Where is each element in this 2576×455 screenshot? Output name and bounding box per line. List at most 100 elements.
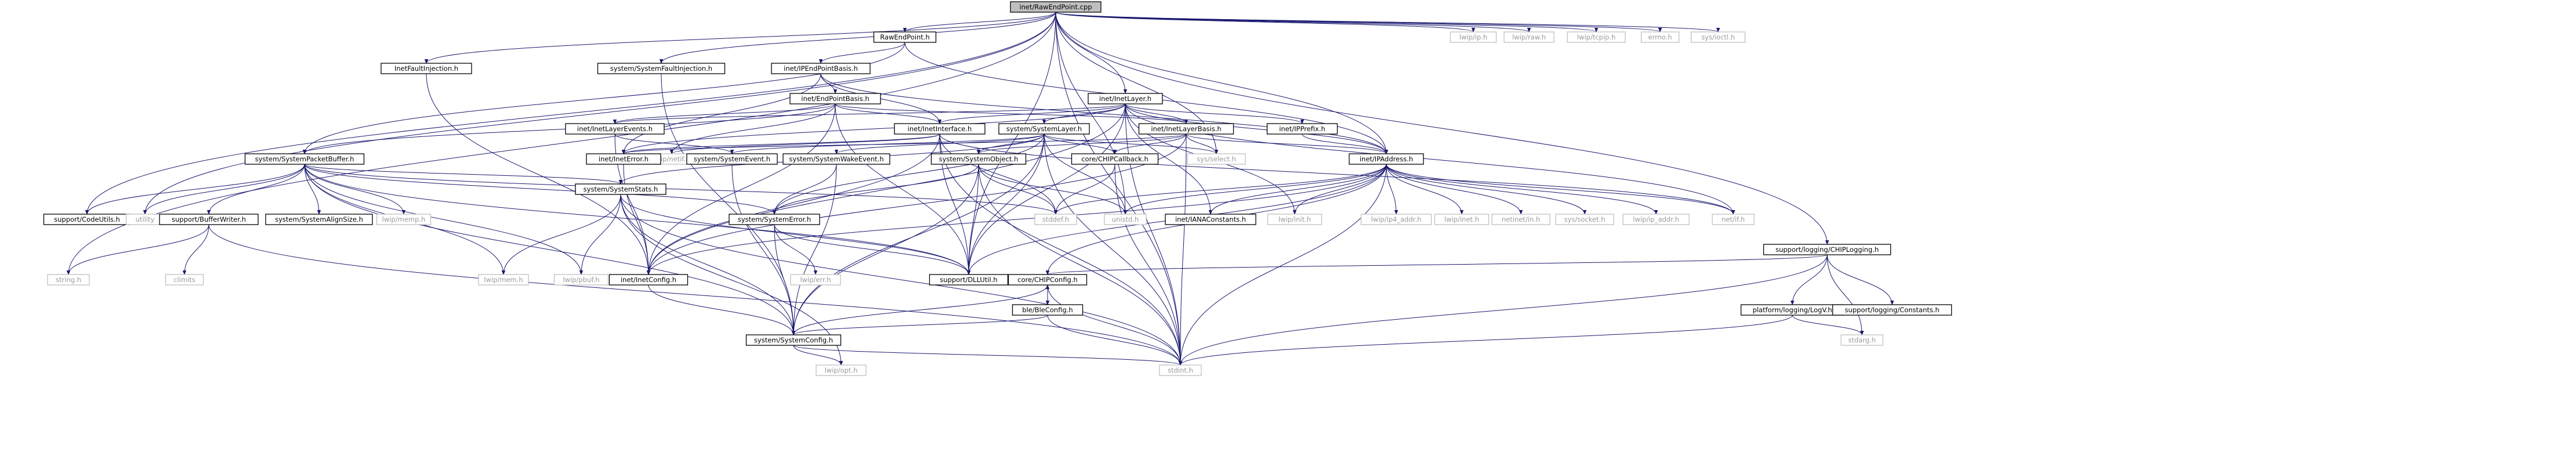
edge-epb-to-lwipnetif [672, 103, 836, 154]
node-inetlayer[interactable]: inet/InetLayer.h [1088, 93, 1163, 104]
node-bufwriter[interactable]: support/BufferWriter.h [159, 214, 259, 225]
node-raw[interactable]: RawEndPoint.h [873, 31, 937, 43]
edge-iface-to-netif [939, 133, 1733, 214]
edge-sconfig-to-opt [793, 345, 841, 366]
node-lwipmemp: lwip/memp.h [376, 214, 432, 225]
edge-root-to-errno [1055, 12, 1660, 32]
node-epb[interactable]: inet/EndPointBasis.h [789, 93, 881, 104]
edge-logging-to-stdint [1180, 254, 1828, 365]
node-blecfg[interactable]: ble/BleConfig.h [1012, 304, 1084, 316]
node-iconfig[interactable]: inet/InetConfig.h [608, 274, 689, 286]
node-ssl[interactable]: system/SystemLayer.h [998, 123, 1090, 135]
node-label: inet/IANAConstants.h [1175, 215, 1246, 223]
node-label: system/SystemPacketBuffer.h [255, 155, 354, 163]
node-logv[interactable]: platform/logging/LogV.h [1740, 304, 1845, 316]
node-lwiptcpip: lwip/tcpip.h [1567, 31, 1626, 43]
node-box [1138, 123, 1234, 135]
node-label: climits [173, 276, 195, 284]
edge-logging-to-constants [1827, 254, 1892, 305]
node-ipaddr[interactable]: inet/IPAddress.h [1349, 153, 1424, 165]
node-box [244, 153, 365, 165]
node-label: stddef.h [1042, 215, 1069, 223]
node-box [597, 63, 726, 74]
edge-logging-to-logv [1792, 254, 1828, 305]
edge-spb-to-lwipmemp [304, 164, 404, 214]
edge-epb-to-ile [615, 103, 836, 124]
node-box [1640, 31, 1680, 43]
node-box [478, 274, 529, 286]
edge-sstats-to-dll [620, 194, 969, 275]
edge-ipaddr-to-stdint [1180, 164, 1387, 365]
node-label: core/CHIPCallback.h [1081, 155, 1148, 163]
node-ssfi[interactable]: system/SystemFaultInjection.h [597, 63, 726, 74]
edge-ile-to-sevent [614, 133, 732, 154]
node-ipprefix[interactable]: inet/IPPrefix.h [1266, 123, 1338, 135]
node-codeutils[interactable]: support/CodeUtils.h [43, 214, 131, 225]
node-sevent[interactable]: system/SystemEvent.h [686, 153, 778, 165]
node-utility: utility [125, 214, 165, 225]
node-spb[interactable]: system/SystemPacketBuffer.h [244, 153, 365, 165]
node-label: unistd.h [1112, 215, 1139, 223]
edge-bufwriter-to-climits [184, 224, 209, 275]
edge-epb-to-iface [835, 103, 940, 124]
node-sstats[interactable]: system/SystemStats.h [575, 183, 666, 195]
node-climits: climits [165, 274, 204, 286]
node-label: system/SystemEvent.h [694, 155, 770, 163]
node-box [159, 214, 259, 225]
node-iana[interactable]: inet/IANAConstants.h [1165, 214, 1256, 225]
edge-logv-to-stdint [1180, 315, 1793, 366]
node-iface[interactable]: inet/InetInterface.h [894, 123, 986, 135]
node-box [1088, 93, 1163, 104]
node-ipaddrh: lwip/ip_addr.h [1622, 214, 1690, 225]
node-unistd: unistd.h [1104, 214, 1147, 225]
edge-sobj-to-serror [774, 164, 979, 215]
node-box [789, 93, 881, 104]
node-root[interactable]: inet/RawEndPoint.cpp [1010, 1, 1102, 13]
node-logging[interactable]: support/logging/CHIPLogging.h [1763, 244, 1892, 255]
node-swake[interactable]: system/SystemWakeEvent.h [782, 153, 890, 165]
node-salign[interactable]: system/SystemAlignSize.h [265, 214, 373, 225]
node-ile[interactable]: inet/InetLayerEvents.h [565, 123, 665, 135]
edge-ipaddr-to-netif [1386, 164, 1733, 215]
node-constants[interactable]: support/logging/Constants.h [1832, 304, 1952, 316]
node-serror[interactable]: system/SystemError.h [729, 214, 820, 225]
node-sconfig[interactable]: system/SystemConfig.h [745, 334, 842, 346]
edge-iface-to-stddef [939, 133, 1056, 214]
node-box [1712, 214, 1755, 225]
node-label: system/SystemFaultInjection.h [610, 64, 712, 73]
node-ilb[interactable]: inet/InetLayerBasis.h [1138, 123, 1234, 135]
edge-root-to-lwipip [1055, 12, 1473, 32]
node-dll[interactable]: support/DLLUtil.h [929, 274, 1009, 286]
edge-root-to-stdint [1055, 12, 1180, 365]
node-label: lwip/raw.h [1512, 33, 1546, 41]
edge-root-to-lwiptcpip [1055, 12, 1596, 32]
node-cb[interactable]: core/CHIPCallback.h [1071, 153, 1159, 165]
node-box [608, 274, 689, 286]
edge-inetlayer-to-dll [969, 103, 1126, 275]
edge-bufwriter-to-stdint [208, 224, 1180, 365]
node-ipeb[interactable]: inet/IPEndPointBasis.h [771, 63, 871, 74]
node-label: lwip/pbuf.h [563, 276, 599, 284]
node-stdint: stdint.h [1159, 364, 1202, 376]
edge-ipaddr-to-ipaddrh [1386, 164, 1656, 215]
node-box [1010, 1, 1102, 13]
node-box [381, 63, 472, 74]
node-label: support/logging/Constants.h [1845, 306, 1939, 314]
edge-iconfig-to-sconfig [648, 284, 794, 335]
edge-ipaddr-to-iconfig [648, 164, 1387, 275]
node-ierror[interactable]: inet/InetError.h [586, 153, 661, 165]
edge-spb-to-utility [145, 164, 305, 215]
node-sobj[interactable]: system/SystemObject.h [930, 153, 1027, 165]
node-lwiperr: lwip/err.h [790, 274, 841, 286]
node-label: InetFaultInjection.h [394, 64, 458, 73]
edge-ipaddr-to-ip4 [1386, 164, 1396, 214]
node-label: lwip/opt.h [825, 366, 858, 374]
node-label: inet/IPEndPointBasis.h [784, 64, 858, 73]
edge-ierror-to-iconfig [623, 164, 648, 275]
node-chipcfg[interactable]: core/CHIPConfig.h [1008, 274, 1088, 286]
node-ioctl: sys/ioctl.h [1690, 31, 1746, 43]
node-label: netinet/in.h [1502, 215, 1540, 223]
edge-spb-to-salign [304, 164, 319, 214]
node-label: lwip/netif.h [653, 155, 690, 163]
node-ifi[interactable]: InetFaultInjection.h [381, 63, 472, 74]
